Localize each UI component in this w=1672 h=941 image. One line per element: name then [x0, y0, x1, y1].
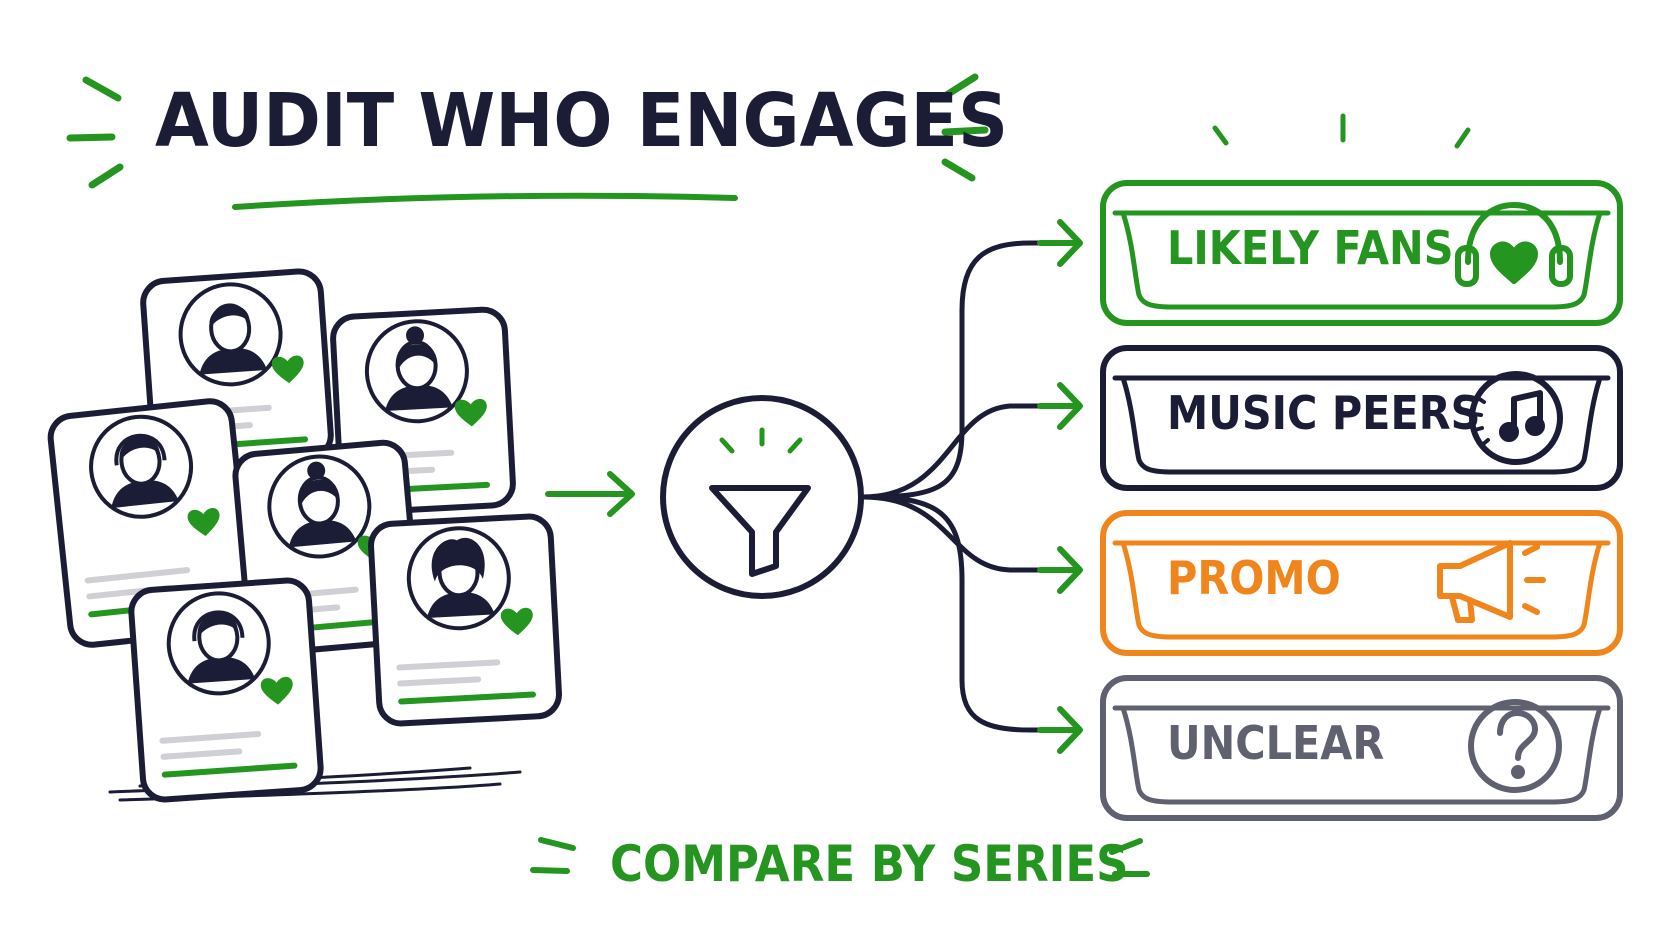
avatar [406, 526, 511, 631]
category-sparkle-marks [1212, 113, 1471, 149]
footer-caption: COMPARE BY SERIES [610, 835, 1129, 893]
filter-node [660, 395, 864, 599]
category-box [1100, 180, 1623, 326]
avatar [178, 282, 283, 387]
heart-icon [500, 607, 533, 636]
title-underline [232, 192, 738, 210]
funnel-icon [709, 485, 811, 577]
category-box [1100, 510, 1623, 656]
category-label: LIKELY FANS [1167, 221, 1454, 275]
profile-cards-stack [47, 268, 562, 803]
music-note-icon [1469, 371, 1563, 465]
heart-icon [187, 508, 220, 536]
category-label: MUSIC PEERS [1167, 386, 1481, 440]
question-icon [1468, 699, 1562, 793]
page-title: AUDIT WHO ENGAGES [155, 78, 1009, 164]
avatar [89, 414, 194, 519]
avatar [166, 591, 271, 696]
megaphone-icon [1437, 540, 1546, 623]
footer-marks [530, 837, 1150, 877]
branch-arrowheads [1037, 219, 1083, 754]
arrow-to-filter [545, 471, 635, 517]
heart-icon [271, 355, 304, 384]
avatar [364, 319, 469, 424]
title-sparkle-marks [66, 73, 989, 189]
filter-sparkle-marks [719, 427, 803, 454]
heart-icon [260, 676, 293, 705]
profile-card [368, 513, 562, 727]
category-label: UNCLEAR [1167, 716, 1385, 770]
headphones-heart-icon [1455, 202, 1573, 287]
avatar [267, 454, 372, 559]
category-label: PROMO [1167, 551, 1341, 605]
heart-icon [454, 398, 487, 427]
branch-connectors [860, 240, 1063, 733]
profile-card [128, 577, 324, 803]
